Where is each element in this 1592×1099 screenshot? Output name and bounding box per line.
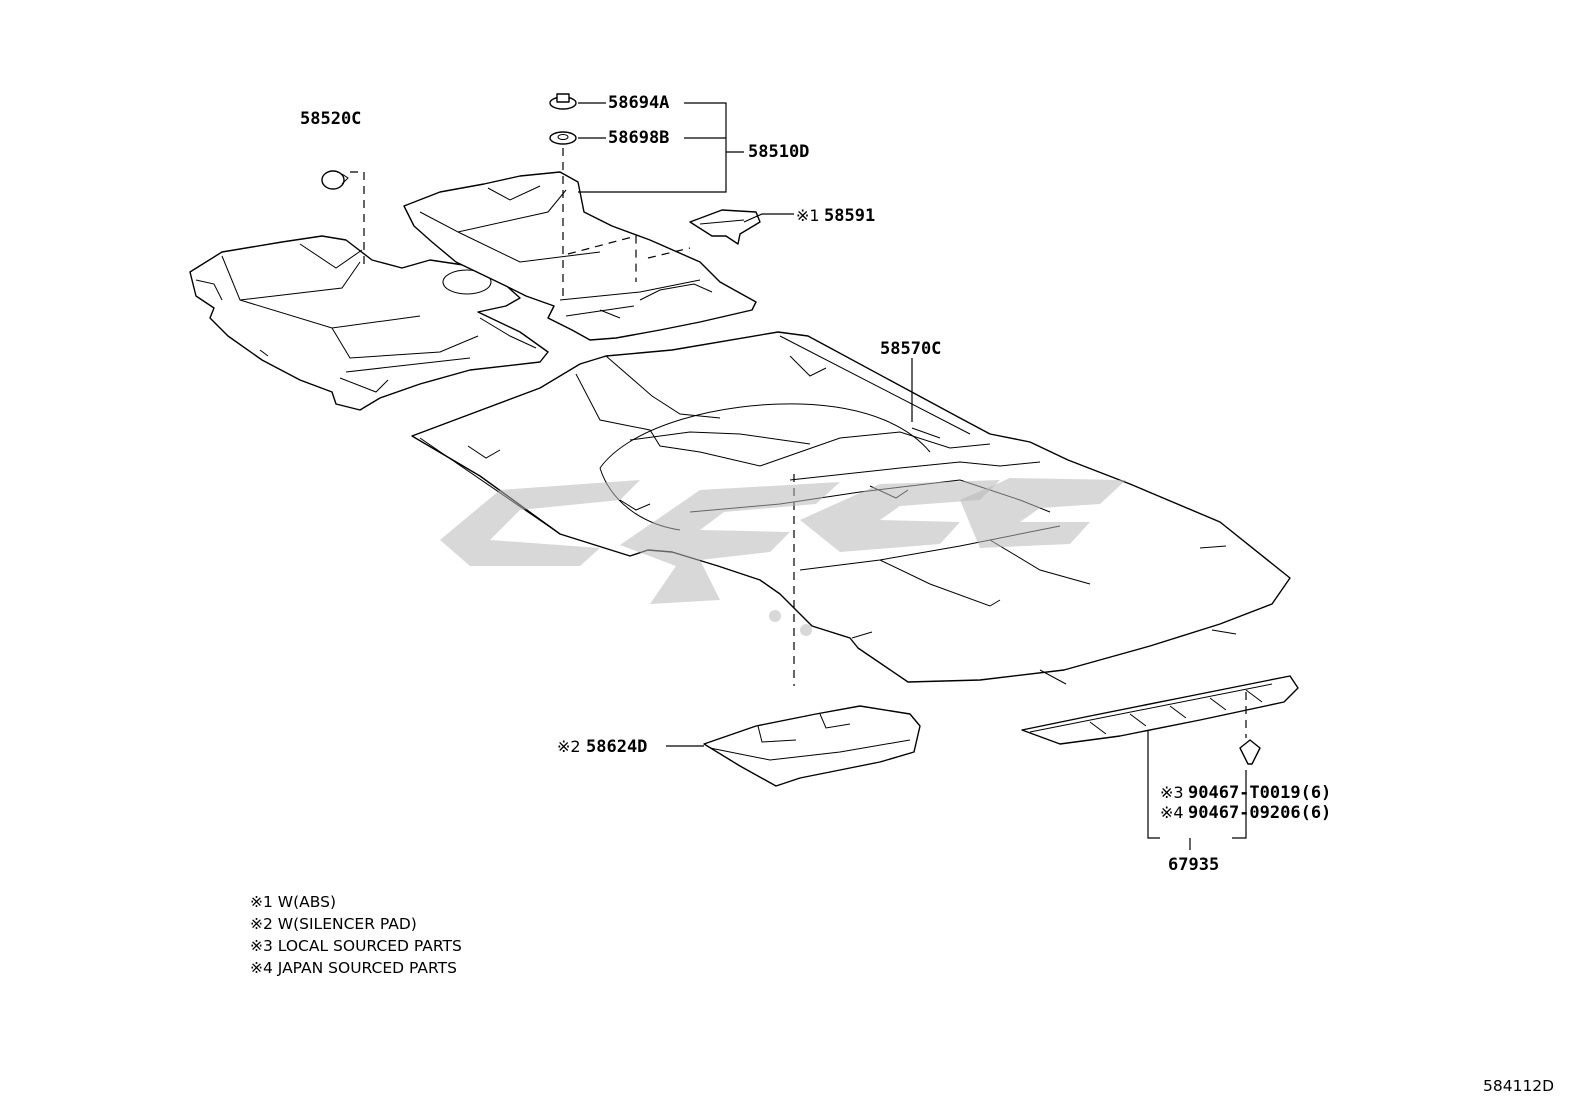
label-58624D[interactable]: 58624D	[586, 737, 647, 757]
footnote-1: ※1 W(ABS)	[250, 893, 336, 911]
label-58570C[interactable]: 58570C	[880, 339, 941, 359]
footnotes: ※1 W(ABS) ※2 W(SILENCER PAD) ※3 LOCAL SO…	[250, 893, 462, 977]
silencer-pad	[703, 705, 921, 787]
label-90467-09206-mark: ※4	[1160, 803, 1184, 822]
front-floor-carpet-right	[403, 171, 757, 341]
part-labels: 58520C 58694A 58698B 58510D ※1 58591 585…	[300, 93, 1331, 875]
front-floor-carpet-left	[189, 235, 549, 411]
label-90467-09206[interactable]: 90467-09206(6)	[1188, 803, 1331, 823]
label-67935[interactable]: 67935	[1168, 855, 1219, 875]
assembly-lines	[350, 148, 1247, 738]
label-58591-mark: ※1	[796, 206, 820, 225]
insulator-58591	[689, 209, 761, 245]
diagram-code: 584112D	[1483, 1077, 1554, 1095]
clip-58520C	[321, 170, 349, 190]
label-90467-t0019[interactable]: 90467-T0019(6)	[1188, 783, 1331, 803]
watermark-logo	[440, 478, 1126, 636]
footnote-2: ※2 W(SILENCER PAD)	[250, 915, 417, 933]
label-58698B[interactable]: 58698B	[608, 128, 669, 148]
clip-58694A	[549, 93, 577, 110]
footnote-3: ※3 LOCAL SOURCED PARTS	[250, 937, 462, 955]
label-90467-t0019-mark: ※3	[1160, 783, 1184, 802]
label-58510D[interactable]: 58510D	[748, 142, 809, 162]
step-plate	[1021, 675, 1299, 745]
label-58591[interactable]: 58591	[824, 206, 875, 226]
label-58624D-mark: ※2	[557, 737, 581, 756]
clip-90467	[1239, 739, 1261, 765]
label-58694A[interactable]: 58694A	[608, 93, 669, 113]
label-58520C[interactable]: 58520C	[300, 109, 361, 129]
nut-58698B	[549, 131, 577, 145]
leader-lines	[578, 102, 1247, 850]
footnote-4: ※4 JAPAN SOURCED PARTS	[250, 959, 457, 977]
